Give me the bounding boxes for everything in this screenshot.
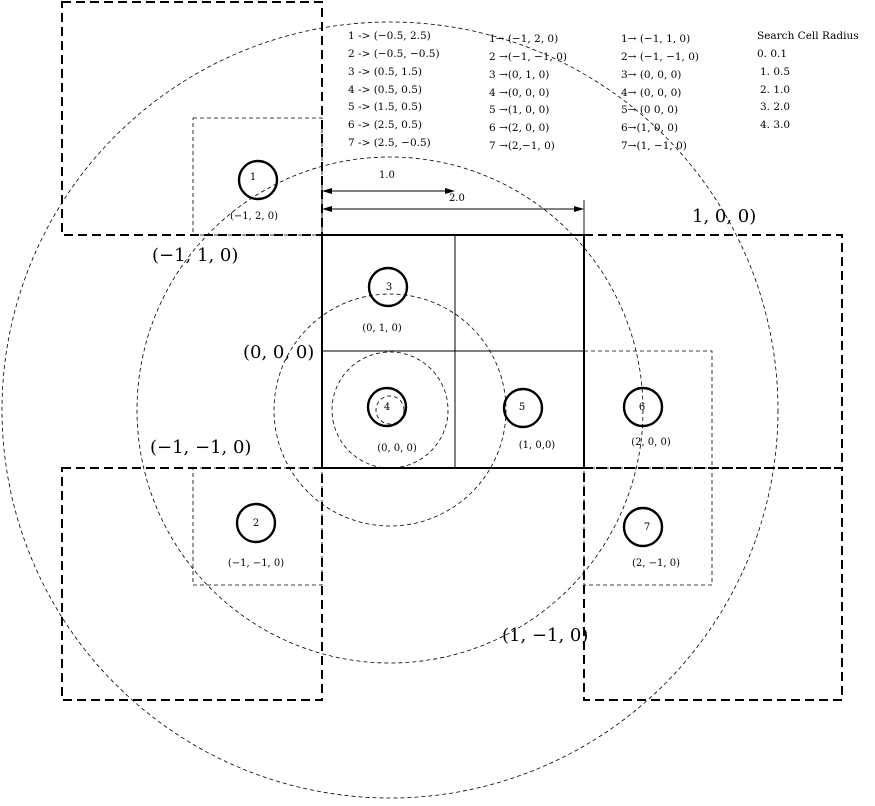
fine-cell-particle-7	[583, 467, 713, 586]
position-row: 1 -> (−0.5, 2.5)	[348, 30, 431, 42]
fine-cell-particle-6	[583, 350, 713, 469]
fine-cell-particle-2	[192, 467, 323, 586]
particle-4-number: 4	[384, 402, 390, 413]
position-row: 4 -> (0.5, 0.5)	[348, 84, 422, 96]
position-row: 3 -> (0.5, 1.5)	[348, 66, 422, 78]
big-cell-label-top-left: (−1, 1, 0)	[152, 245, 238, 266]
cell-row: 4→ (0, 0, 0)	[621, 87, 681, 99]
search-circle-r1	[331, 351, 449, 469]
search-circle-r3	[136, 156, 644, 664]
particle-5-number: 5	[519, 402, 525, 413]
arrowhead-short-right	[445, 188, 455, 194]
fine-cell-particle-1	[192, 117, 323, 236]
cell-row: 6 →(2, 0, 0)	[489, 122, 549, 134]
particle-1	[237, 159, 279, 201]
cell-row: 6→(1, 0, 0)	[621, 122, 678, 134]
particle-7-number: 7	[644, 522, 650, 533]
particle-5	[502, 387, 544, 429]
cell-row: 3→ (0, 0, 0)	[621, 69, 681, 81]
position-row: 5 -> (1.5, 0.5)	[348, 101, 422, 113]
dimension-label-short: 1.0	[379, 170, 395, 181]
cell-mapping-list-a: 1→ (−1, 2, 0) 2 →(−1, −1, 0) 3 →(0, 1, 0…	[489, 33, 567, 152]
big-cell-label-bottom-left: (−1, −1, 0)	[150, 437, 251, 458]
search-circle-r2	[273, 293, 507, 527]
search-circle-r4	[1, 21, 779, 799]
particle-2-number: 2	[253, 518, 259, 529]
position-mapping-list: 1 -> (−0.5, 2.5) 2 -> (−0.5, −0.5) 3 -> …	[348, 30, 440, 149]
big-cell-label-center: (0, 0, 0)	[243, 342, 314, 363]
particle-3-number: 3	[386, 282, 392, 293]
cell-row: 5 →(1, 0, 0)	[489, 104, 549, 116]
dimension-label-long: 2.0	[449, 193, 465, 204]
cell-row: 3 →(0, 1, 0)	[489, 69, 549, 81]
cell-row: 7 →(2,−1, 0)	[489, 140, 555, 152]
particle-5-cell-label: (1, 0,0)	[519, 440, 556, 451]
big-cell-label-bottom-right: (1, −1, 0)	[502, 625, 588, 646]
search-radius-title: Search Cell Radius	[757, 30, 859, 42]
central-grid	[321, 234, 585, 469]
position-row: 7 -> (2.5, −0.5)	[348, 137, 431, 149]
cell-row: 5→ (0 0, 0)	[621, 104, 678, 116]
particle-3	[367, 266, 409, 308]
search-cell-radius-table: Search Cell Radius 0. 0.1 1. 0.5 2. 1.0 …	[757, 30, 859, 131]
particle-6-cell-label: (2, 0, 0)	[631, 437, 671, 448]
particle-4	[366, 386, 408, 428]
coarse-cells	[61, 1, 843, 701]
cell-row: 7→(1, −1, 0)	[621, 140, 687, 152]
coarse-cell-right	[583, 234, 843, 469]
particle-2-cell-label: (−1, −1, 0)	[228, 558, 284, 569]
particle-6-number: 6	[639, 402, 645, 413]
coarse-cell-bottom-left	[61, 467, 323, 701]
search-radius-circles	[1, 21, 779, 799]
particle-cell-labels: (−1, 2, 0) (−1, −1, 0) (0, 1, 0) (0, 0, …	[228, 211, 680, 569]
cell-row: 4 →(0, 0, 0)	[489, 87, 549, 99]
dimension-markers	[321, 185, 585, 235]
cell-row: 1→ (−1, 1, 0)	[621, 33, 690, 45]
particle-3-cell-label: (0, 1, 0)	[362, 323, 402, 334]
particle-6	[622, 386, 664, 428]
particle-7	[622, 506, 664, 548]
search-radius-row: 2. 1.0	[760, 84, 790, 96]
particles	[235, 159, 664, 548]
particle-7-cell-label: (2, −1, 0)	[632, 558, 680, 569]
arrowhead-short-left	[322, 188, 332, 194]
particle-1-number: 1	[250, 172, 256, 183]
cell-row: 1→ (−1, 2, 0)	[489, 33, 558, 45]
search-circle-r0	[375, 395, 405, 425]
search-radius-row: 1. 0.5	[760, 66, 790, 78]
fine-cells	[192, 117, 713, 586]
cell-row: 2 →(−1, −1, 0)	[489, 51, 567, 63]
big-cell-labels: 1, 0, 0) (−1, 1, 0) (0, 0, 0) (−1, −1, 0…	[150, 206, 756, 646]
big-cell-label-top-right: 1, 0, 0)	[692, 206, 756, 227]
cell-mapping-list-b: 1→ (−1, 1, 0) 2→ (−1, −1, 0) 3→ (0, 0, 0…	[621, 33, 699, 152]
arrowhead-long-left	[322, 206, 332, 212]
particle-4-cell-label: (0, 0, 0)	[377, 443, 417, 454]
arrowhead-long-right	[574, 206, 584, 212]
search-radius-row: 4. 3.0	[760, 119, 790, 131]
particle-2	[235, 502, 277, 544]
cell-row: 2→ (−1, −1, 0)	[621, 51, 699, 63]
coarse-cell-bottom-right	[583, 467, 843, 701]
coarse-cell-top-left	[61, 1, 323, 236]
particle-numbers: 1 2 3 4 5 6 7	[250, 172, 650, 533]
position-row: 6 -> (2.5, 0.5)	[348, 119, 422, 131]
particle-1-cell-label: (−1, 2, 0)	[230, 211, 278, 222]
search-radius-row: 3. 2.0	[760, 101, 790, 113]
search-radius-row: 0. 0.1	[757, 48, 787, 60]
position-row: 2 -> (−0.5, −0.5)	[348, 48, 440, 60]
